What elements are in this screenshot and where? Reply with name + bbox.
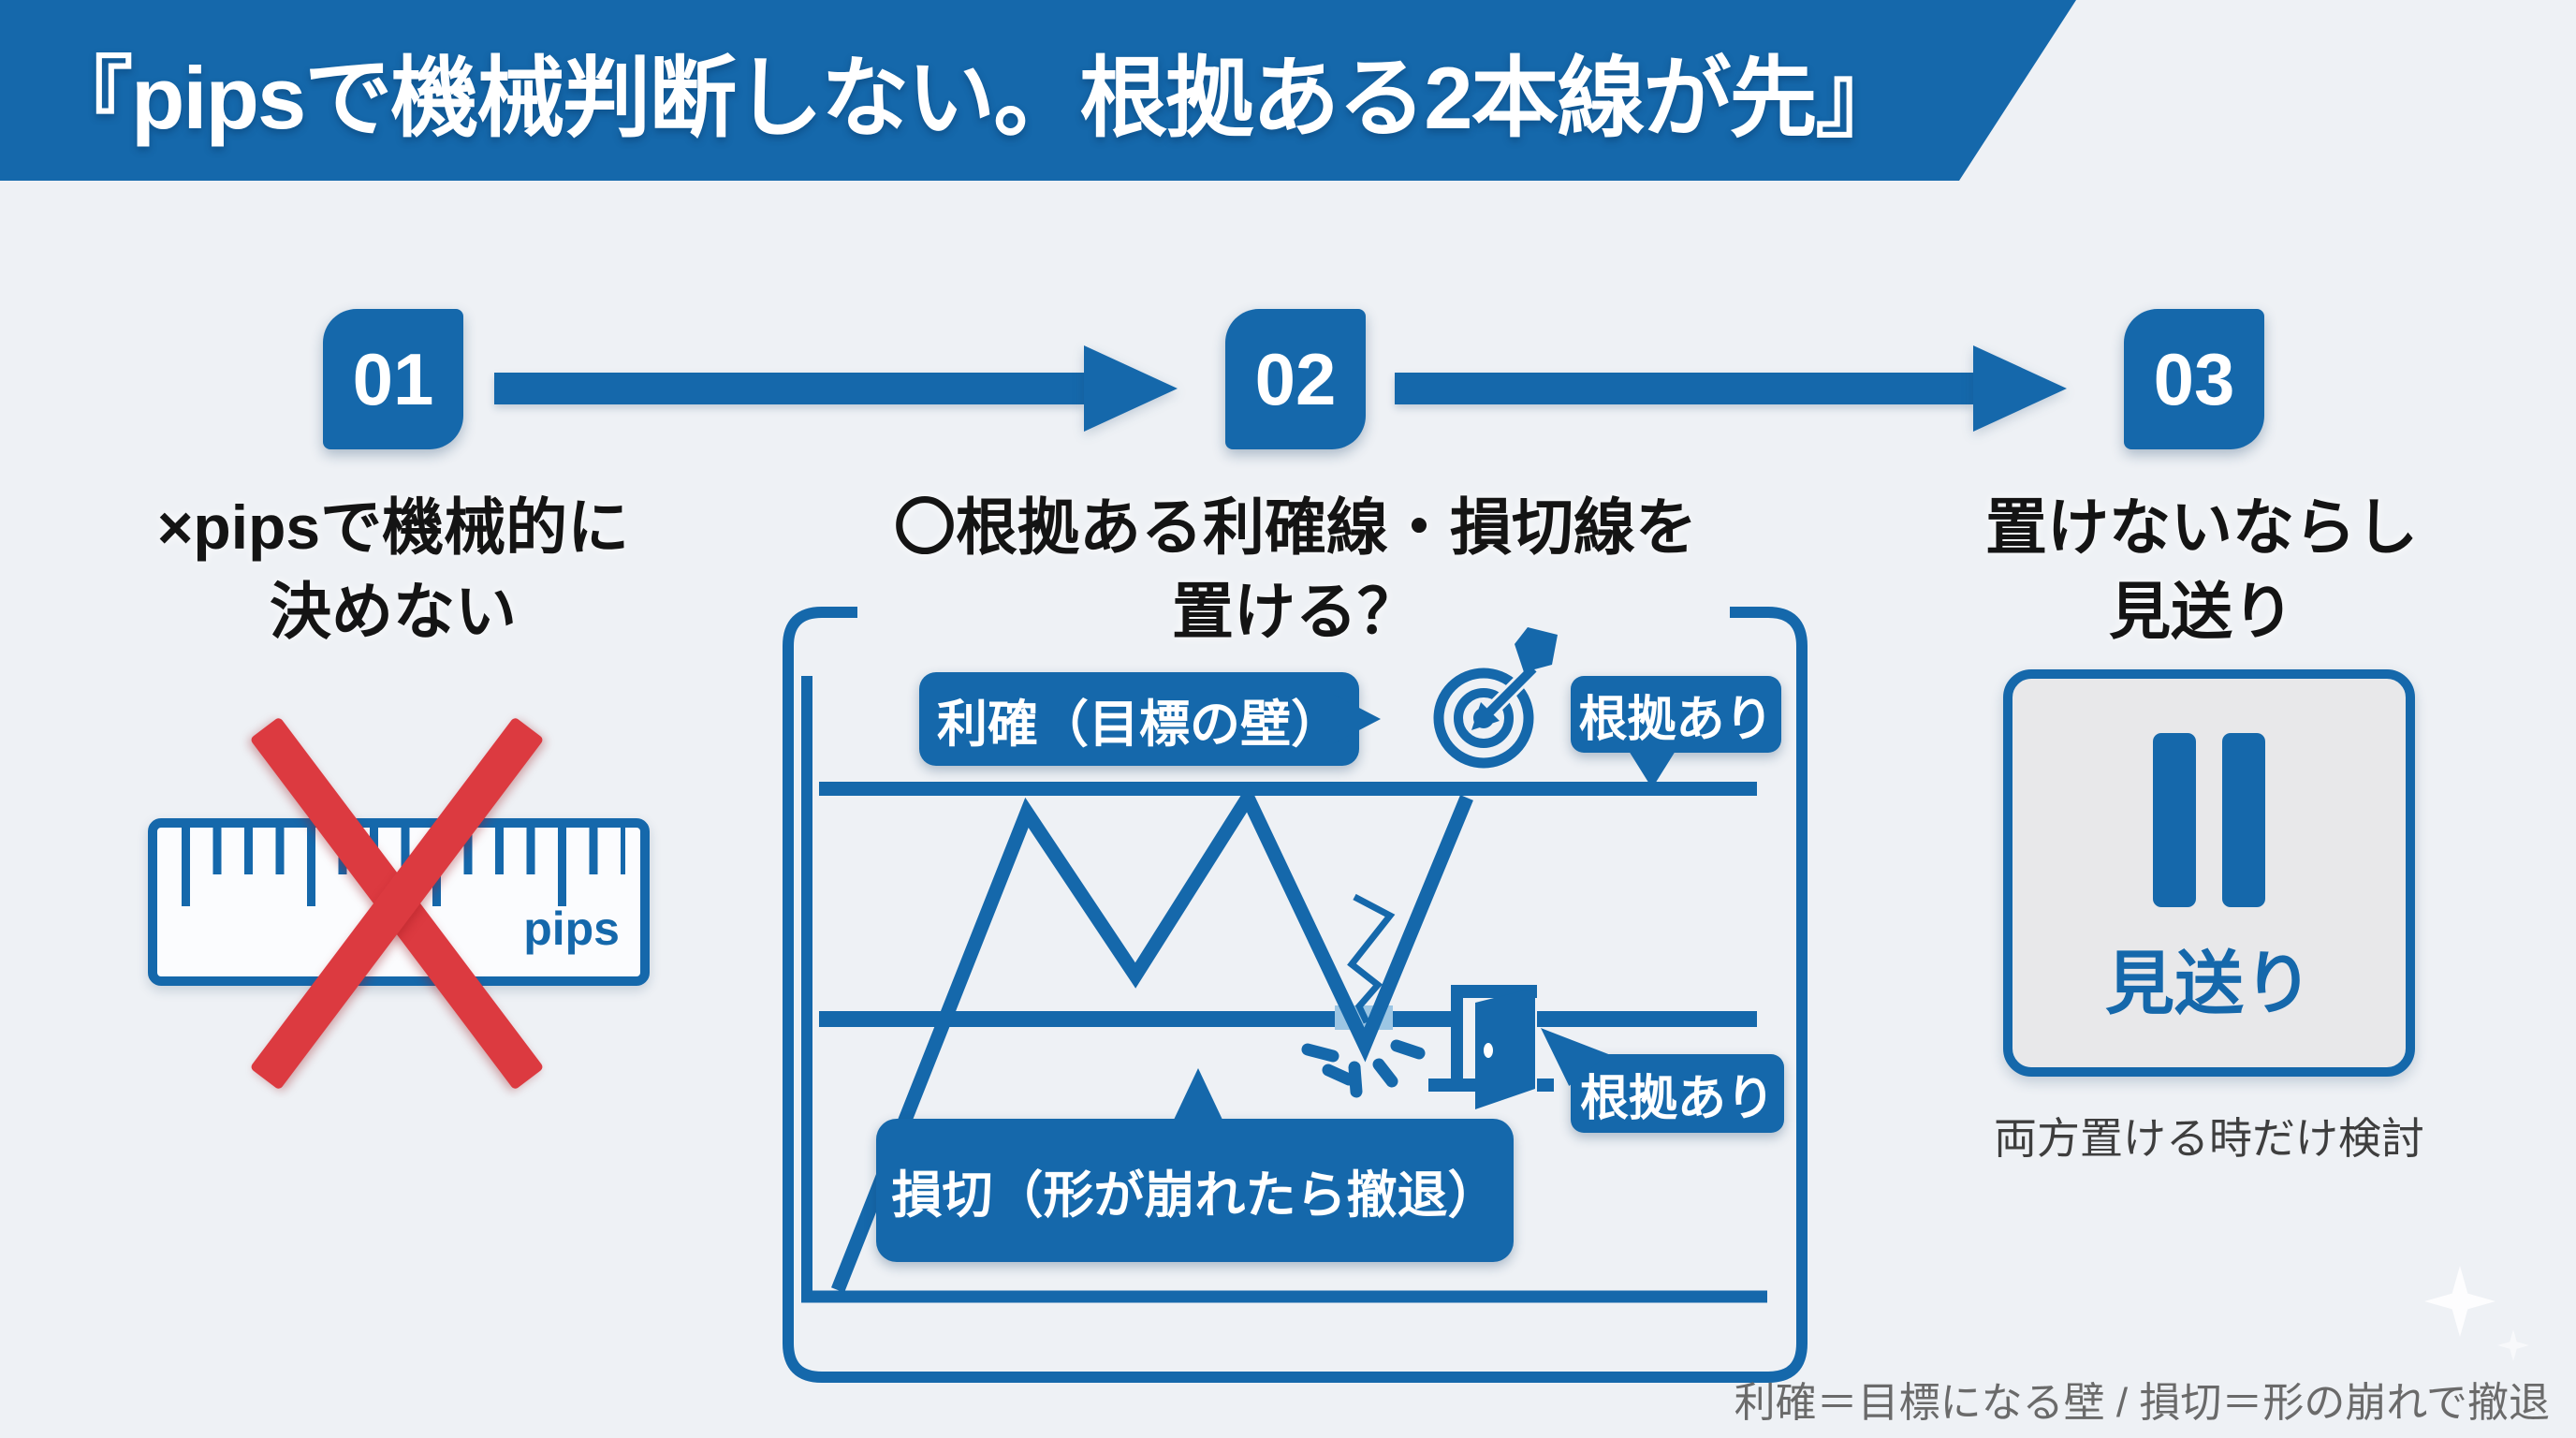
flow-arrow-1-head-icon <box>1084 345 1178 432</box>
step-number: 02 <box>1254 337 1337 420</box>
title-banner: 『pipsで機械判断しない。根拠ある2本線が先』 <box>0 0 2076 181</box>
take-profit-label: 利確（目標の壁） <box>919 672 1381 766</box>
evidence-bubble-bottom: 根拠あり <box>1571 1054 1784 1133</box>
step-badge-03: 03 <box>2124 309 2264 449</box>
evidence-bubble-bottom-text: 根拠あり <box>1579 1071 1775 1126</box>
flow-arrow-2 <box>1395 373 1973 404</box>
take-profit-label-text: 利確（目標の壁） <box>937 696 1341 753</box>
page-title: 『pipsで機械判断しない。根拠ある2本線が先』 <box>45 48 1904 147</box>
step3-heading-line1: 置けないならし <box>1985 492 2418 562</box>
exit-door-icon <box>1428 985 1554 1109</box>
evidence-bubble-top-text: 根拠あり <box>1578 692 1774 747</box>
step-number: 03 <box>2153 337 2235 420</box>
sparkle-icon <box>2424 1266 2496 1337</box>
ruler-unit-label: pips <box>523 902 620 955</box>
step-badge-02: 02 <box>1225 309 1366 449</box>
skip-decision-card: 見送り <box>2003 669 2415 1077</box>
lightning-crack-icon <box>1347 893 1396 1024</box>
impact-highlight <box>1335 1005 1393 1030</box>
stop-loss-label-text: 損切（形が崩れたら撤退） <box>891 1167 1499 1224</box>
crack-gap <box>1338 908 1375 1002</box>
ruler-icon: pips <box>148 818 650 986</box>
step1-heading-line1: ×pipsで機械的に <box>156 492 630 562</box>
footnote: 利確＝目標になる壁 / 損切＝形の崩れで撤退 <box>1734 1380 2550 1426</box>
skip-label: 見送り <box>2105 945 2313 1022</box>
impact-burst-icon <box>1301 1039 1426 1098</box>
evidence-bubble-top: 根拠あり <box>1571 676 1781 788</box>
flow-arrow-1 <box>494 373 1084 404</box>
step1-heading-line2: 決めない <box>270 577 517 646</box>
step-badge-01: 01 <box>323 309 463 449</box>
step3-heading-line2: 見送り <box>2109 577 2294 646</box>
step-number: 01 <box>352 337 434 420</box>
step2-heading-line2: 置ける？ <box>1172 577 1419 646</box>
stop-loss-label: 損切（形が崩れたら撤退） <box>876 1068 1514 1262</box>
take-profit-line <box>819 782 1757 796</box>
step3-heading: 置けないならし 見送り <box>1921 485 2482 653</box>
flow-arrow-2-head-icon <box>1973 345 2067 432</box>
step2-heading: 〇根拠ある利確線・損切線を 置ける？ <box>827 485 1764 653</box>
stop-loss-line <box>819 1011 1757 1027</box>
sparkle-icon <box>2497 1329 2529 1361</box>
step1-heading: ×pipsで機械的に 決めない <box>56 485 730 653</box>
step2-heading-line1: 〇根拠ある利確線・損切線を <box>894 492 1697 562</box>
pause-icon <box>2012 733 2406 907</box>
card-caption: 両方置ける時だけ検討 <box>1994 1114 2424 1163</box>
